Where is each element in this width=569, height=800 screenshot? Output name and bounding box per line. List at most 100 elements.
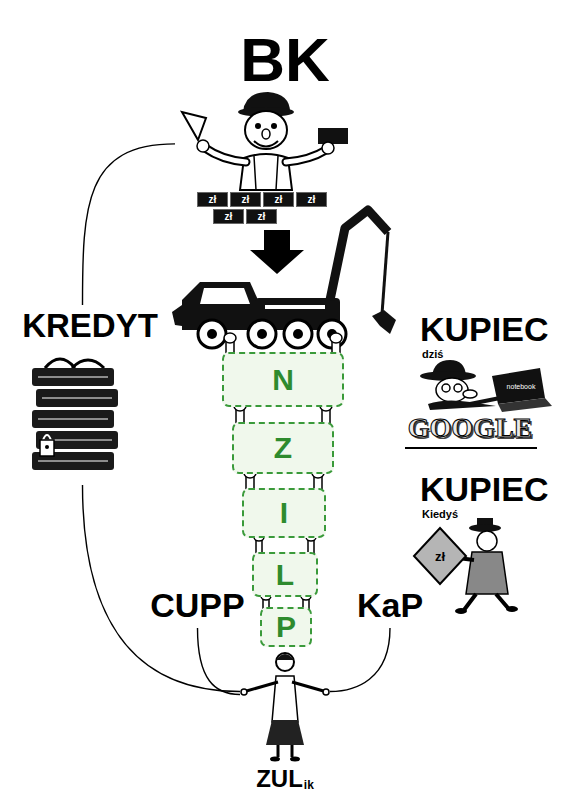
harvester-part [330, 210, 388, 300]
merchant-past-figure-part [455, 608, 467, 614]
node-title: KUPIEC [420, 312, 548, 346]
label-text: notebook [507, 383, 536, 390]
harvester-part [372, 310, 396, 334]
label-text: zł [225, 212, 233, 222]
worker-figure-part [323, 689, 329, 695]
money-brick: zł [296, 192, 327, 207]
merchant-node: KUPIECKiedyś [416, 468, 558, 526]
worker-figure-part [278, 745, 292, 757]
harvester-part [248, 320, 276, 348]
worker-figure-part [243, 682, 278, 692]
money-brick: zł [230, 192, 261, 207]
label-text: GOOGLE [408, 414, 532, 442]
node-subtitle: ik [304, 779, 314, 791]
node-title: KREDYT [22, 309, 158, 342]
merchant-past-figure [414, 518, 518, 614]
label-text: zł [258, 212, 266, 222]
node-title: L [276, 560, 294, 590]
harvester [172, 210, 396, 348]
money-bags-part [72, 360, 104, 368]
merchant-today-figure-part [470, 398, 500, 404]
merchant-past-figure-part [477, 531, 497, 551]
label-text: zł [435, 550, 445, 563]
node-title: CUPP [150, 588, 244, 622]
down-arrow-part [250, 230, 304, 274]
harvester-part [200, 288, 250, 304]
connector-line [83, 144, 176, 305]
money-bags [32, 359, 118, 470]
merchant-past-figure-part [414, 528, 466, 584]
green-block: I [242, 488, 326, 538]
merchant-today-figure-part [498, 398, 552, 412]
green-block: N [222, 352, 344, 407]
label-text: zł [275, 195, 283, 205]
bag-label: zł [428, 548, 452, 565]
lifting-arms-part [224, 333, 236, 343]
worker-figure-part [276, 653, 294, 671]
builder-figure-part [286, 150, 326, 162]
builder-figure [182, 92, 348, 190]
merchant-today-figure-part [405, 447, 537, 449]
node-title: N [272, 365, 294, 395]
node-title: P [276, 612, 296, 642]
term-node: CUPP [144, 582, 251, 628]
harvester-part [198, 320, 226, 348]
label-text: zł [242, 195, 250, 205]
builder-figure-part [182, 112, 206, 140]
merchant-today-figure-part [492, 368, 545, 404]
worker-figure-part [292, 682, 327, 692]
connector-line [198, 628, 241, 695]
green-block: Z [232, 422, 334, 474]
money-brick: zł [197, 192, 228, 207]
money-brick: zł [246, 209, 277, 224]
connector-line [330, 628, 390, 692]
node-title: KUPIEC [420, 472, 548, 506]
builder-figure-part [254, 141, 278, 147]
harvester-part [265, 305, 325, 309]
merchant-today-figure-part [463, 390, 477, 398]
node-title: ZUL [256, 767, 303, 791]
worker-figure-part [276, 654, 294, 660]
worker-figure-part [270, 757, 280, 762]
node-title: Z [274, 433, 292, 463]
builder-figure-part [262, 129, 270, 139]
builder-figure-part [205, 148, 246, 162]
harvester-part [284, 320, 312, 348]
lifting-arms-part [330, 333, 342, 343]
down-arrow [250, 230, 304, 274]
worker-figure [241, 653, 329, 762]
builder-figure-part [254, 156, 278, 190]
merchant-past-figure-part [506, 606, 518, 612]
green-block: P [260, 607, 312, 647]
green-block: L [252, 552, 318, 597]
builder-figure-part [245, 111, 287, 149]
node-title: KaP [357, 588, 423, 622]
builder-figure-part [255, 123, 261, 129]
builder-figure-part [205, 148, 246, 162]
worker-figure-part [266, 720, 304, 745]
builder-figure-part [318, 128, 348, 144]
google-sign: GOOGLE [403, 410, 537, 446]
node-title: I [280, 498, 288, 528]
merchant-past-figure-part [464, 594, 508, 610]
worker-figure-part [290, 757, 300, 762]
merchant-today-figure-part [454, 384, 462, 392]
label-text: zł [308, 195, 316, 205]
money-brick: zł [263, 192, 294, 207]
harvester-part [293, 329, 303, 339]
laptop-label: notebook [504, 381, 539, 392]
builder-figure-part [197, 140, 209, 152]
money-bags-part [45, 445, 49, 449]
harvester-part [382, 232, 388, 314]
node-subtitle: dziś [422, 349, 443, 360]
merchant-node: KUPIEC dziś [416, 308, 558, 366]
worker-figure-part [241, 689, 247, 695]
money-bags-part [38, 377, 112, 461]
builder-figure-part [322, 142, 334, 154]
money-bags-part [40, 440, 54, 456]
node-title: BK [240, 29, 330, 91]
merchant-today-figure-part [436, 378, 468, 402]
harvester-part [257, 329, 267, 339]
harvester-part [172, 305, 182, 326]
